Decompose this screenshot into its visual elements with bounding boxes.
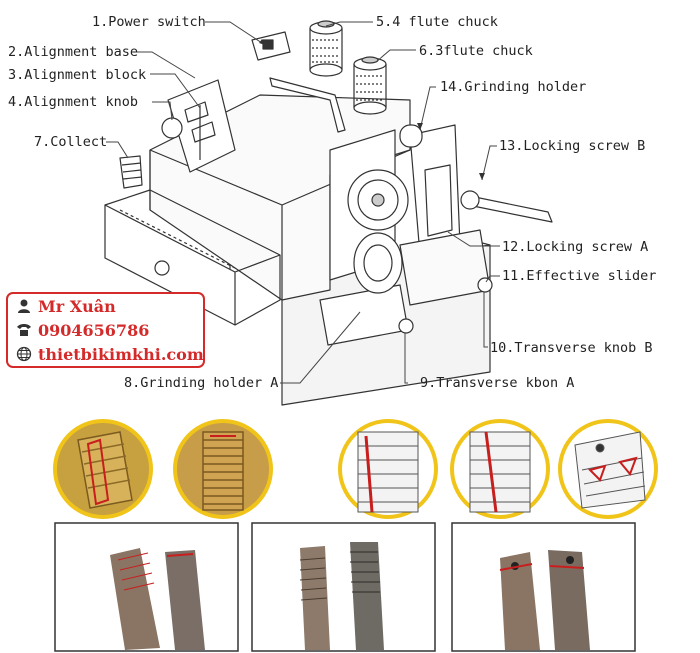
label-3-flute-chuck: 6.3flute chuck: [419, 43, 533, 59]
contact-box: Mr Xuân 0904656786 thietbikimkhi.com: [6, 292, 205, 368]
photo-box-3: [451, 522, 636, 652]
contact-website[interactable]: thietbikimkhi.com: [38, 344, 204, 364]
label-locking-screw-a: 12.Locking screw A: [502, 239, 649, 255]
flute-chuck-4: [309, 20, 343, 77]
alignment-knob: [161, 117, 183, 139]
globe-icon: [16, 346, 32, 362]
contact-phone-row: 0904656786: [16, 319, 149, 341]
label-collect: 7.Collect: [34, 134, 108, 150]
label-effective-slider: 11.Effective slider: [502, 268, 657, 284]
contact-website-row: thietbikimkhi.com: [16, 343, 204, 365]
label-grinding-holder: 14.Grinding holder: [440, 79, 587, 95]
top-handle: [269, 77, 346, 133]
contact-name: Mr Xuân: [38, 296, 116, 316]
label-transverse-knob-b: 10.Transverse knob B: [490, 340, 653, 356]
person-icon: [18, 299, 30, 313]
label-alignment-block: 3.Alignment block: [8, 67, 147, 83]
flute-chuck-3: [353, 56, 387, 115]
label-power-switch: 1.Power switch: [92, 14, 206, 30]
label-locking-screw-b: 13.Locking screw B: [499, 138, 646, 154]
contact-name-row: Mr Xuân: [16, 295, 116, 317]
label-grinding-holder-a: 8.Grinding holder A: [124, 375, 279, 391]
photo-boxes: [54, 522, 636, 652]
tap-circles: [53, 419, 658, 519]
label-alignment-knob: 4.Alignment knob: [8, 94, 139, 110]
phone-icon: [17, 324, 31, 336]
label-transverse-knob-a: 9.Transverse kbon A: [420, 375, 575, 391]
contact-phone[interactable]: 0904656786: [38, 320, 150, 340]
label-alignment-base: 2.Alignment base: [8, 44, 139, 60]
label-4-flute-chuck: 5.4 flute chuck: [376, 14, 498, 30]
photo-box-2: [251, 522, 436, 652]
